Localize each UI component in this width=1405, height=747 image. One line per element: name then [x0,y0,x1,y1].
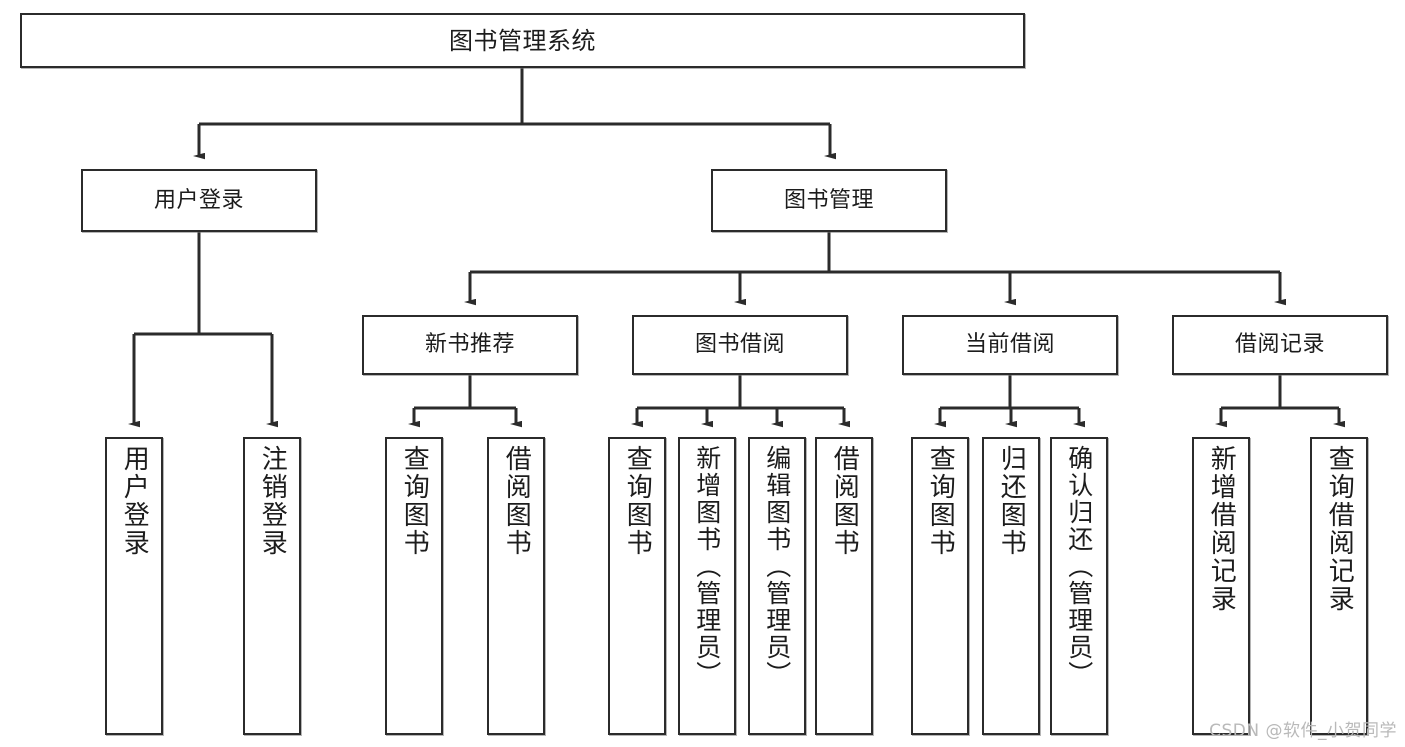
node-borrow-record[interactable]: 借阅记录 [1172,315,1388,375]
node-leaf-edit-book[interactable]: 编辑图书（管理员） [748,437,806,735]
node-leaf-query-book-2-label: 查询图书 [622,445,653,557]
node-current-borrow[interactable]: 当前借阅 [902,315,1118,375]
node-leaf-add-book[interactable]: 新增图书（管理员） [678,437,736,735]
node-leaf-logout[interactable]: 注销登录 [243,437,301,735]
node-user-login-label: 用户登录 [153,187,244,213]
node-leaf-return-book[interactable]: 归还图书 [982,437,1040,735]
node-leaf-query-book-2[interactable]: 查询图书 [608,437,666,735]
node-book-manage[interactable]: 图书管理 [711,169,947,232]
node-root[interactable]: 图书管理系统 [20,13,1025,68]
node-leaf-add-book-label: 新增图书（管理员） [692,445,722,688]
node-leaf-logout-label: 注销登录 [257,445,288,557]
node-leaf-query-book-3-label: 查询图书 [925,445,956,557]
node-leaf-query-record[interactable]: 查询借阅记录 [1310,437,1368,735]
node-leaf-return-book-label: 归还图书 [996,445,1027,557]
node-leaf-query-book-1[interactable]: 查询图书 [385,437,443,735]
watermark-text: CSDN @软件_小贺同学 [1209,721,1397,741]
node-user-login[interactable]: 用户登录 [81,169,317,232]
node-root-label: 图书管理系统 [449,26,596,55]
node-book-borrow[interactable]: 图书借阅 [632,315,848,375]
node-new-book-rec[interactable]: 新书推荐 [362,315,578,375]
node-leaf-query-record-label: 查询借阅记录 [1324,445,1355,613]
node-leaf-user-login-label: 用户登录 [119,445,150,557]
node-book-manage-label: 图书管理 [783,187,874,213]
node-current-borrow-label: 当前借阅 [964,332,1055,358]
node-leaf-add-record-label: 新增借阅记录 [1206,445,1237,613]
node-leaf-borrow-book-2[interactable]: 借阅图书 [815,437,873,735]
node-leaf-borrow-book-2-label: 借阅图书 [829,445,860,557]
node-leaf-user-login[interactable]: 用户登录 [105,437,163,735]
node-book-borrow-label: 图书借阅 [694,332,785,358]
node-leaf-borrow-book-1[interactable]: 借阅图书 [487,437,545,735]
node-borrow-record-label: 借阅记录 [1234,332,1325,358]
node-leaf-query-book-3[interactable]: 查询图书 [911,437,969,735]
node-leaf-confirm-return-label: 确认归还（管理员） [1064,445,1094,688]
node-leaf-confirm-return[interactable]: 确认归还（管理员） [1050,437,1108,735]
node-leaf-borrow-book-1-label: 借阅图书 [501,445,532,557]
node-leaf-add-record[interactable]: 新增借阅记录 [1192,437,1250,735]
node-new-book-rec-label: 新书推荐 [424,332,515,358]
node-leaf-query-book-1-label: 查询图书 [399,445,430,557]
node-leaf-edit-book-label: 编辑图书（管理员） [762,445,792,688]
